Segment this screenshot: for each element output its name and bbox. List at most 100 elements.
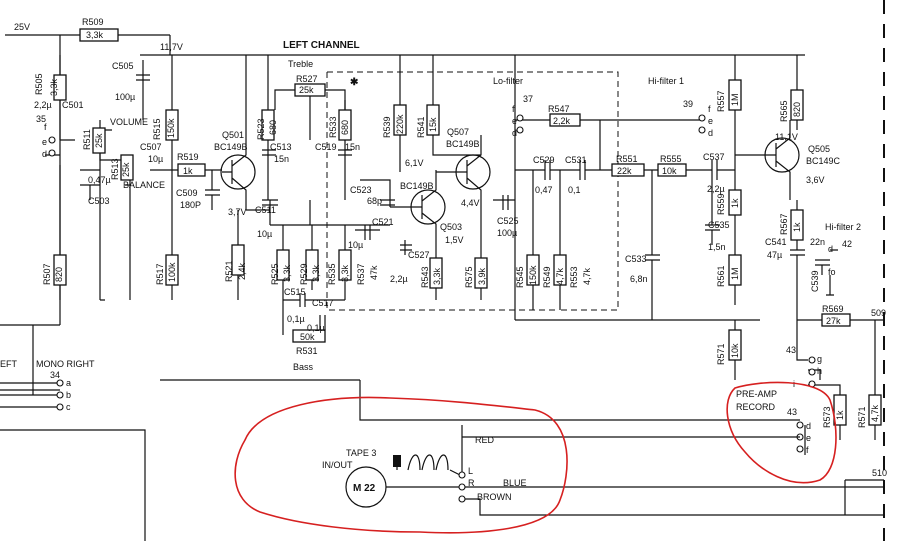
resistor-ref: R559 bbox=[716, 193, 726, 215]
annotation-circle-tape bbox=[234, 396, 568, 534]
annotation-circle-record bbox=[726, 381, 837, 484]
resistor-ref: R505 bbox=[34, 73, 44, 95]
cap-ref: C507 bbox=[140, 142, 162, 152]
resistor-ref: R535 bbox=[327, 263, 337, 285]
resistor-ref: R549 bbox=[542, 266, 552, 288]
volume-label: VOLUME bbox=[110, 117, 148, 127]
pin-label: R bbox=[468, 478, 475, 488]
resistor-value: 2,4k bbox=[237, 262, 247, 280]
mono-label: MONO RIGHT bbox=[36, 359, 95, 369]
cap-ref: C541 bbox=[765, 237, 787, 247]
node-label: d bbox=[512, 128, 517, 138]
node-label: g bbox=[817, 354, 822, 364]
resistor-r509 bbox=[79, 28, 119, 42]
treble-label: Treble bbox=[288, 59, 313, 69]
cap-ref: C539 bbox=[810, 270, 820, 292]
node-label: d bbox=[828, 244, 833, 254]
node-label: a bbox=[66, 378, 71, 388]
resistor-ref: R573 bbox=[822, 406, 832, 428]
resistor-value: 1M bbox=[730, 93, 740, 106]
resistor-value: 3,3k bbox=[282, 264, 292, 282]
resistor-value: 220k bbox=[395, 114, 405, 134]
rail-voltage-label: 3,6V bbox=[806, 175, 825, 185]
cap-value: 10µ bbox=[348, 240, 363, 250]
resistor-ref: R539 bbox=[382, 116, 392, 138]
cap-value: 100µ bbox=[115, 92, 135, 102]
resistor-value: 10k bbox=[730, 343, 740, 358]
transistor-type: BC149C bbox=[806, 156, 841, 166]
resistor-ref: R565 bbox=[779, 100, 789, 122]
cap-ref: C515 bbox=[284, 287, 306, 297]
resistor-value: 3,3k bbox=[311, 264, 321, 282]
resistor-ref: R509 bbox=[82, 17, 104, 27]
resistor-ref: R555 bbox=[660, 154, 682, 164]
resistor-value: 22k bbox=[617, 166, 632, 176]
cap-ref: C537 bbox=[703, 152, 725, 162]
node-label: 43 bbox=[787, 407, 797, 417]
resistor-value: 10k bbox=[662, 166, 677, 176]
transistor-ref: Q503 bbox=[440, 222, 462, 232]
resistor-value: 150k bbox=[166, 118, 176, 138]
transistor-q501 bbox=[220, 55, 256, 210]
resistor-value: 3,3k bbox=[340, 264, 350, 282]
cap-value: 10µ bbox=[148, 154, 163, 164]
resistor-value: 2,2k bbox=[553, 116, 571, 126]
voltage-label: 3,7V bbox=[228, 207, 247, 217]
resistor-value: 150k bbox=[528, 265, 538, 285]
resistor-value: 47k bbox=[369, 265, 379, 280]
resistor-value: 4,7k bbox=[870, 404, 880, 422]
resistor-ref: R571 bbox=[716, 343, 726, 365]
resistor-value: 3,3k bbox=[86, 30, 104, 40]
transistor-type: BC149B bbox=[214, 142, 248, 152]
node-label: 37 bbox=[523, 94, 533, 104]
resistor-value: 15k bbox=[428, 117, 438, 132]
cap-value: 1,5n bbox=[708, 242, 726, 252]
node-label: b bbox=[66, 390, 71, 400]
transistor-ref: Q507 bbox=[447, 127, 469, 137]
resistor-ref: R521 bbox=[224, 260, 234, 282]
tape-label: TAPE 3 bbox=[346, 448, 376, 458]
rail-voltage-label: 11,7V bbox=[160, 42, 183, 52]
cap-ref: C505 bbox=[112, 61, 134, 71]
left-label: EFT bbox=[0, 359, 18, 369]
cap-ref: C501 bbox=[62, 100, 84, 110]
resistor-value: 25k bbox=[121, 162, 131, 177]
node-label: 35 bbox=[36, 114, 46, 124]
node-label: h bbox=[817, 366, 822, 376]
node-label: 34 bbox=[50, 370, 60, 380]
hifilter2-label: Hi-filter 2 bbox=[825, 222, 861, 232]
cap-value: 0,47µ bbox=[88, 175, 111, 185]
node-label: fo bbox=[828, 267, 836, 277]
resistor-value: 680 bbox=[340, 120, 350, 135]
resistor-value: 3,3k bbox=[432, 267, 442, 285]
cap-ref: C523 bbox=[350, 185, 372, 195]
cap-ref: C511 bbox=[255, 205, 276, 215]
cap-value: 6,8n bbox=[630, 274, 648, 284]
resistor-value: 4,7k bbox=[582, 267, 592, 285]
node-label: 510 bbox=[872, 468, 887, 478]
resistor-value: 25k bbox=[299, 85, 314, 95]
cap-ref: C527 bbox=[408, 250, 430, 260]
resistor-ref: R523 bbox=[256, 118, 266, 140]
transistor-ref: Q505 bbox=[808, 144, 830, 154]
pin-label: L bbox=[468, 466, 473, 476]
node-label: f bbox=[806, 445, 809, 455]
record-label: RECORD bbox=[736, 402, 776, 412]
cap-value: 180P bbox=[180, 200, 201, 210]
resistor-ref: R543 bbox=[420, 266, 430, 288]
node-label: c bbox=[66, 402, 71, 412]
node-label: f bbox=[512, 104, 515, 114]
resistor-value: 1k bbox=[183, 166, 193, 176]
cap-value: 15n bbox=[274, 154, 289, 164]
cap-value: 15n bbox=[345, 142, 360, 152]
node-label: e bbox=[42, 137, 47, 147]
cap-value: 68p bbox=[367, 196, 382, 206]
resistor-ref: R507 bbox=[42, 263, 52, 285]
resistor-ref: R525 bbox=[270, 263, 280, 285]
resistor-ref: R513 bbox=[110, 158, 120, 180]
cap-ref: C519 bbox=[315, 142, 337, 152]
resistor-value: 1k bbox=[792, 222, 802, 232]
voltage-label: 1,5V bbox=[445, 235, 464, 245]
bass-label: Bass bbox=[293, 362, 314, 372]
